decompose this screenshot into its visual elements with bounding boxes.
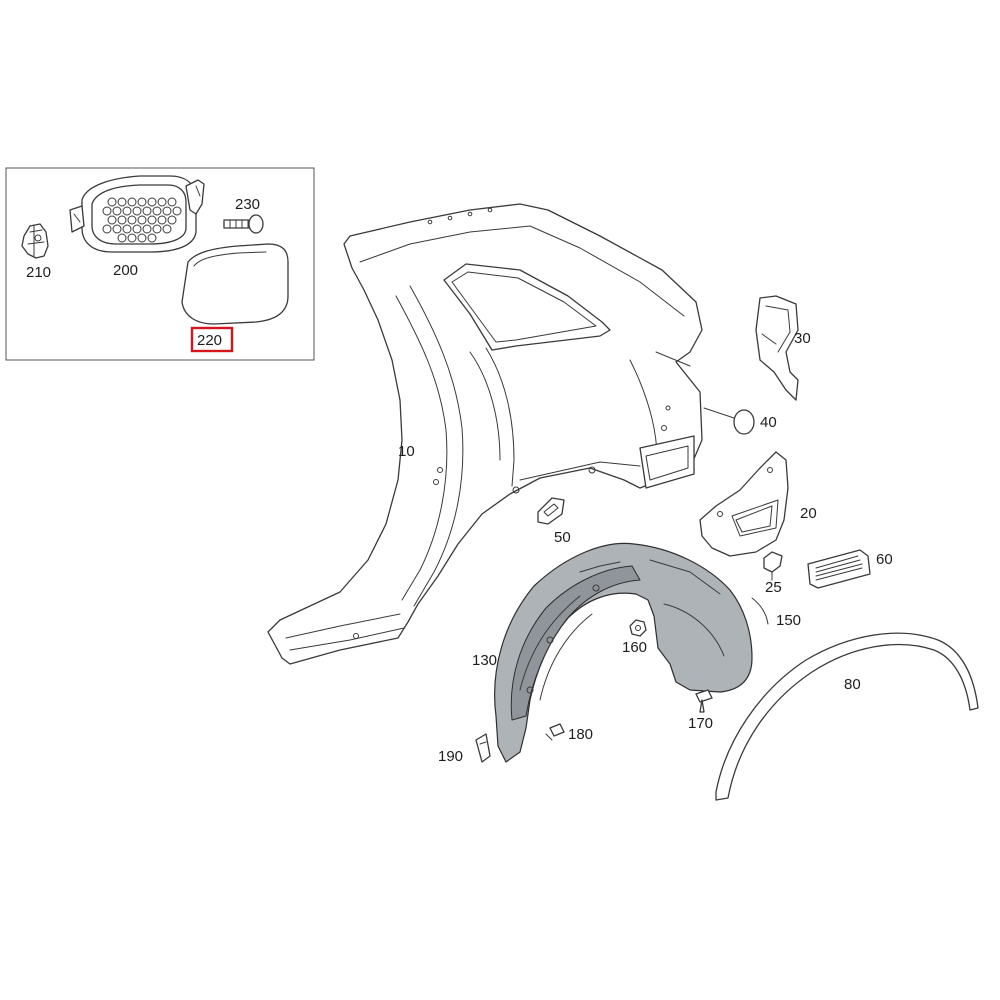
label-180[interactable]: 180: [568, 726, 593, 743]
highlight-box-220: [190, 326, 234, 353]
label-60[interactable]: 60: [876, 551, 893, 568]
part-160-nut[interactable]: [629, 619, 647, 637]
label-210[interactable]: 210: [26, 264, 51, 281]
label-130[interactable]: 130: [472, 652, 497, 669]
label-10[interactable]: 10: [398, 443, 415, 460]
filler-housing-mesh: [102, 197, 182, 243]
part-10-side-panel[interactable]: [267, 203, 703, 665]
label-30[interactable]: 30: [794, 330, 811, 347]
label-170[interactable]: 170: [688, 715, 713, 732]
inset-box: 210 200 230 220: [5, 167, 315, 361]
label-220[interactable]: 220: [197, 332, 222, 349]
part-190-clip[interactable]: [475, 733, 491, 763]
label-50[interactable]: 50: [554, 529, 571, 546]
part-25-clip[interactable]: [763, 551, 783, 581]
label-20[interactable]: 20: [800, 505, 817, 522]
part-40-plug[interactable]: [703, 407, 755, 435]
part-150-strip[interactable]: [751, 597, 769, 625]
part-20-inner-panel[interactable]: [699, 451, 789, 557]
part-130-wheel-arch-liner[interactable]: [494, 542, 753, 763]
part-50-grommet[interactable]: [537, 497, 565, 525]
label-230[interactable]: 230: [235, 196, 260, 213]
part-210-actuator[interactable]: [21, 223, 49, 259]
label-25[interactable]: 25: [765, 579, 782, 596]
part-230-screw[interactable]: [223, 214, 264, 234]
part-80-arch-trim[interactable]: [715, 632, 979, 801]
part-180-screw[interactable]: [545, 723, 565, 741]
label-40[interactable]: 40: [760, 414, 777, 431]
label-190[interactable]: 190: [438, 748, 463, 765]
part-200-filler-housing[interactable]: [69, 175, 205, 253]
part-170-screw[interactable]: [695, 689, 713, 713]
label-200[interactable]: 200: [113, 262, 138, 279]
label-160[interactable]: 160: [622, 639, 647, 656]
part-30-bracket[interactable]: [755, 295, 799, 401]
label-80[interactable]: 80: [844, 676, 861, 693]
part-60-vent[interactable]: [807, 549, 871, 589]
label-150[interactable]: 150: [776, 612, 801, 629]
part-220-fuel-door[interactable]: [181, 243, 289, 325]
